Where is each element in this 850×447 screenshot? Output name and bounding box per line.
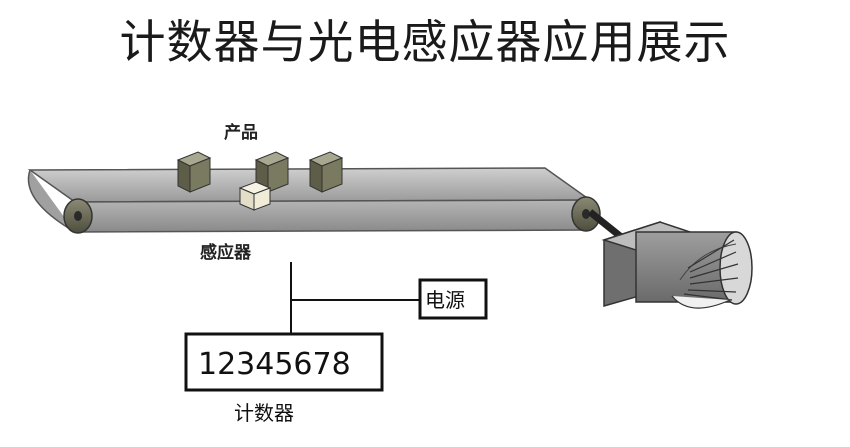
conveyor-belt (27, 167, 593, 233)
counter-label: 计数器 (234, 401, 294, 425)
counter-box (184, 332, 384, 392)
motor (601, 220, 753, 309)
photoelectric-sensor (238, 181, 272, 211)
power-box (418, 278, 488, 320)
page-title: 计数器与光电感应器应用展示 (119, 15, 731, 69)
power-label: 电源 (425, 288, 465, 312)
product-box-2 (254, 151, 290, 193)
product-label: 产品 (224, 122, 258, 143)
left-roller (63, 198, 93, 234)
product-box-3 (308, 151, 344, 193)
drive-shaft (587, 209, 623, 239)
sensor-label: 感应器 (200, 242, 252, 263)
wiring (290, 262, 420, 334)
counter-display-value: 12345678 (198, 347, 351, 382)
right-roller (571, 196, 601, 232)
product-box-1 (176, 151, 212, 193)
